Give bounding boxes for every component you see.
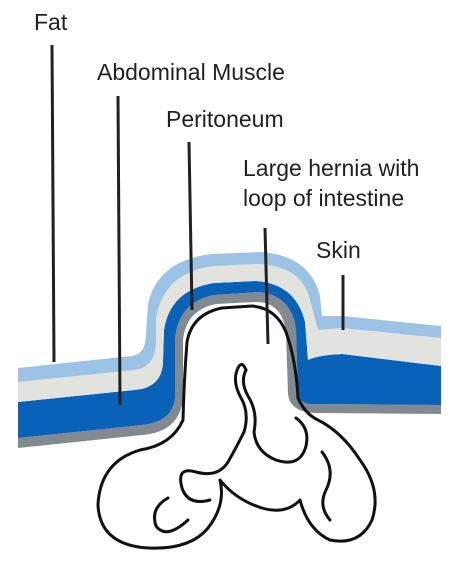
peritoneum-label: Peritoneum (166, 106, 284, 132)
intestine-inner-fold (181, 368, 247, 502)
fat-leader-line (52, 45, 54, 362)
abdominal-wall-layers (18, 252, 441, 448)
labels: Fat Abdominal Muscle Peritoneum Large he… (34, 9, 419, 263)
intestine-inner-fold-3 (238, 364, 246, 370)
muscle-layer (18, 281, 441, 438)
fat-label: Fat (34, 9, 68, 35)
skin-label: Skin (316, 237, 361, 263)
intestine-inner-fold-5 (155, 498, 189, 532)
intestine-inner-fold-4 (322, 452, 330, 520)
abdominal-muscle-label: Abdominal Muscle (97, 59, 285, 85)
hernia-label-line-1: Large hernia with (243, 155, 419, 181)
hernia-leader-line (265, 228, 268, 344)
muscle-leader-line (118, 96, 120, 405)
hernia-label-line-2: loop of intestine (243, 185, 404, 211)
